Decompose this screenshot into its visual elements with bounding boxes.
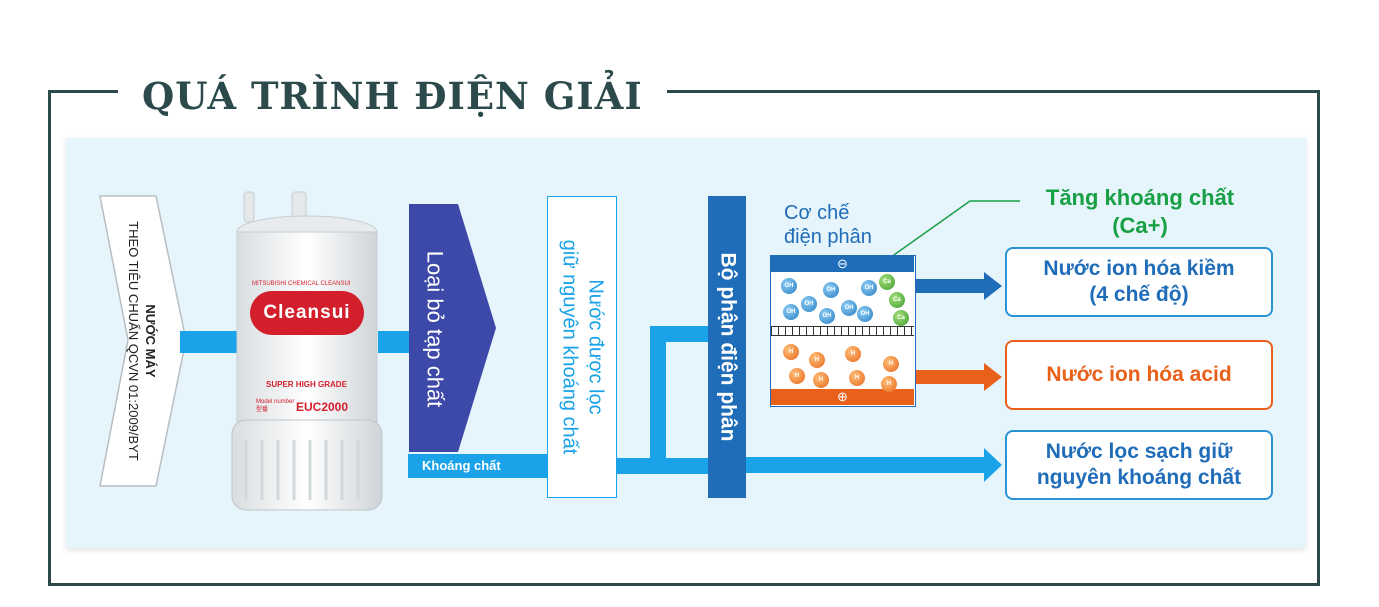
ca-ion: Ca bbox=[889, 292, 905, 308]
oh-ion: OH bbox=[857, 306, 873, 322]
mechanism-label-line2: điện phân bbox=[784, 226, 872, 248]
h-ion: H bbox=[813, 372, 829, 388]
tap-water-label: NƯỚC MÁY THEO TIÊU CHUẨN QCVN 01:2009/BY… bbox=[92, 206, 192, 476]
h-ion: H bbox=[849, 370, 865, 386]
cathode-bar: ⊖ bbox=[771, 256, 914, 272]
cartridge-image bbox=[231, 191, 383, 511]
alkaline-line2: (4 chế độ) bbox=[1089, 283, 1189, 306]
cartridge-model: EUC2000 bbox=[296, 400, 349, 414]
remove-impurities-arrow bbox=[409, 204, 496, 452]
inlet-pipe bbox=[180, 331, 240, 353]
minerals-label: Khoáng chất bbox=[422, 458, 501, 473]
tap-water-title: NƯỚC MÁY bbox=[143, 304, 159, 378]
electrolysis-unit: Bộ phận điện phân bbox=[708, 196, 746, 498]
acid-pipe bbox=[914, 370, 986, 384]
clean-line1: Nước lọc sạch giữ bbox=[1045, 440, 1233, 463]
filtered-water-box: Nước được lọc giữ nguyên khoáng chất bbox=[547, 196, 617, 498]
model-label-jp: 型番 bbox=[256, 407, 269, 413]
acid-arrowhead bbox=[984, 363, 1002, 391]
ca-ion: Ca bbox=[879, 274, 895, 290]
mechanism-label-line1: Cơ chế bbox=[784, 202, 850, 224]
clean-water-pipe bbox=[746, 457, 986, 473]
h-ion: H bbox=[789, 368, 805, 384]
mineral-note-line1: Tăng khoáng chất bbox=[1045, 185, 1235, 210]
mineral-note-line2: (Ca+) bbox=[1112, 213, 1168, 238]
alkaline-output-box: Nước ion hóa kiềm (4 chế độ) bbox=[1005, 247, 1273, 317]
ca-ion: Ca bbox=[893, 310, 909, 326]
acid-label: Nước ion hóa acid bbox=[1046, 363, 1232, 386]
oh-ion: OH bbox=[783, 304, 799, 320]
riser-pipe bbox=[650, 326, 666, 474]
h-ion: H bbox=[881, 376, 897, 392]
outlet-pipe bbox=[378, 331, 412, 353]
oh-ion: OH bbox=[861, 280, 877, 296]
cartridge-grade: SUPER HIGH GRADE bbox=[266, 380, 347, 389]
tap-water-standard: THEO TIÊU CHUẨN QCVN 01:2009/BYT bbox=[126, 221, 142, 461]
alkaline-line1: Nước ion hóa kiềm bbox=[1043, 257, 1235, 280]
oh-ion: OH bbox=[841, 300, 857, 316]
clean-output-box: Nước lọc sạch giữ nguyên khoáng chất bbox=[1005, 430, 1273, 500]
model-label-en: Model number bbox=[256, 399, 295, 405]
acid-output-box: Nước ion hóa acid bbox=[1005, 340, 1273, 410]
alkaline-pipe bbox=[914, 279, 986, 293]
mechanism-label: Cơ chế điện phân bbox=[784, 201, 872, 249]
h-ion: H bbox=[783, 344, 799, 360]
h-ion: H bbox=[883, 356, 899, 372]
riser-top bbox=[650, 326, 708, 342]
membrane bbox=[771, 326, 914, 336]
remove-impurities-label: Loại bỏ tạp chất bbox=[422, 250, 448, 408]
filtered-water-line1: Nước được lọc bbox=[584, 279, 607, 415]
anode-bar: ⊕ bbox=[771, 389, 914, 405]
h-ion: H bbox=[845, 346, 861, 362]
mineral-leader-line bbox=[883, 200, 1020, 263]
page-title: QUÁ TRÌNH ĐIỆN GIẢI bbox=[118, 74, 667, 118]
clean-water-arrowhead bbox=[984, 448, 1002, 482]
oh-ion: OH bbox=[801, 296, 817, 312]
clean-line2: nguyên khoáng chất bbox=[1036, 466, 1242, 489]
h-ion: H bbox=[809, 352, 825, 368]
alkaline-arrowhead bbox=[984, 272, 1002, 300]
minerals-bar bbox=[408, 454, 548, 478]
oh-ion: OH bbox=[823, 282, 839, 298]
cartridge-brand: Cleansui bbox=[263, 302, 351, 323]
filtered-water-line2: giữ nguyên khoáng chất bbox=[558, 239, 581, 455]
diagram-frame bbox=[48, 90, 1320, 586]
cartridge-maker: MITSUBISHI CHEMICAL CLEANSUI bbox=[252, 281, 351, 287]
cartridge-model-label: Model number 型番 bbox=[256, 398, 294, 414]
mineral-note: Tăng khoáng chất (Ca+) bbox=[1020, 184, 1260, 240]
tap-water-chevron bbox=[99, 195, 187, 487]
oh-ion: OH bbox=[781, 278, 797, 294]
oh-ion: OH bbox=[819, 308, 835, 324]
